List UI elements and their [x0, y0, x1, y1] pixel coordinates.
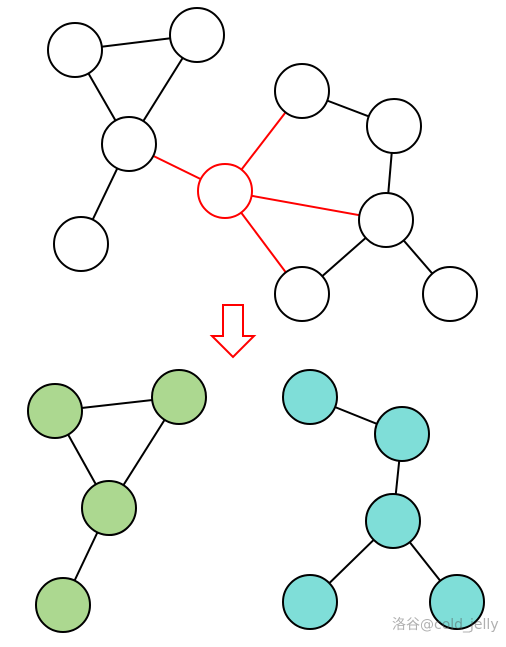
- graph-node: [358, 192, 414, 248]
- graph-node: [366, 98, 422, 154]
- green-component-node: [151, 369, 207, 425]
- green-component-node: [35, 577, 91, 633]
- graph-node: [47, 22, 103, 78]
- graph-node: [101, 116, 157, 172]
- down-arrow-icon: [209, 304, 257, 359]
- graph-node: [422, 266, 478, 322]
- cyan-component-node: [282, 369, 338, 425]
- cyan-component-node: [429, 574, 485, 630]
- cut-vertex-node: [197, 163, 253, 219]
- cyan-component-node: [282, 574, 338, 630]
- cyan-component-node: [374, 406, 430, 462]
- cyan-component-node: [365, 493, 421, 549]
- graph-node: [169, 7, 225, 63]
- watermark-text: 洛谷@cold_jelly: [392, 617, 499, 633]
- graph-node: [274, 63, 330, 119]
- green-component-node: [81, 480, 137, 536]
- graph-node: [53, 216, 109, 272]
- nodes-layer: [27, 7, 485, 633]
- green-component-node: [27, 383, 83, 439]
- graph-node: [274, 266, 330, 322]
